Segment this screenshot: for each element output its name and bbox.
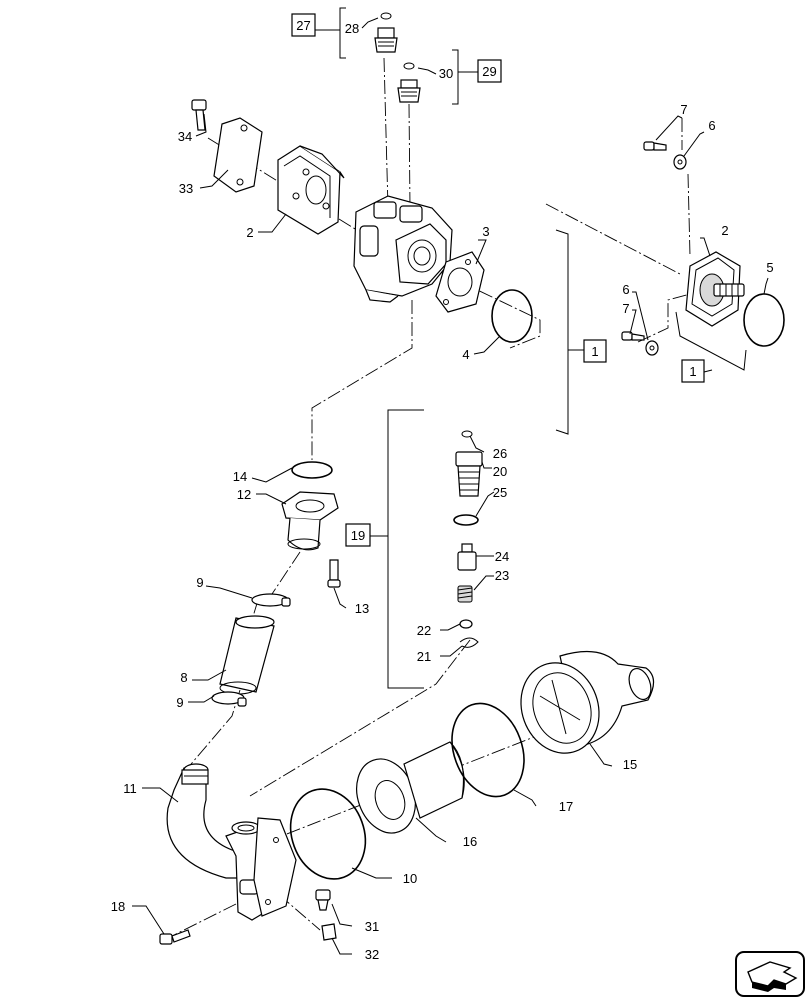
- callout-31: 31: [365, 919, 379, 934]
- callout-12: 12: [237, 487, 251, 502]
- callout-19: 19: [351, 528, 365, 543]
- fitting-30: [397, 62, 421, 103]
- callout-20: 20: [493, 464, 507, 479]
- callout-3: 3: [482, 224, 489, 239]
- spring-23: [457, 585, 473, 603]
- callout-32: 32: [365, 947, 379, 962]
- boxed-callout-27: 27: [291, 13, 316, 37]
- clamp-9-top: [251, 593, 291, 607]
- o-ring-14: [291, 461, 333, 479]
- callout-17: 17: [559, 799, 573, 814]
- callout-1: 1: [591, 344, 598, 359]
- callout-28: 28: [345, 21, 359, 36]
- boxed-callout-1-top: 1: [583, 339, 607, 363]
- o-ring-26: [461, 430, 473, 438]
- clamp-9-bottom: [211, 691, 247, 707]
- callout-7b: 7: [622, 301, 629, 316]
- pump-section-2-left: [277, 145, 345, 235]
- mounting-plate: [253, 817, 297, 917]
- washer-6-bottom: [645, 340, 659, 356]
- o-ring-17: [451, 702, 525, 798]
- callout-5: 5: [766, 260, 773, 275]
- reservoir-cover-15: [520, 650, 655, 754]
- callout-22: 22: [417, 623, 431, 638]
- bolt-18: [159, 929, 191, 945]
- cover-plate-33: [213, 117, 263, 193]
- callout-15: 15: [623, 757, 637, 772]
- callout-8: 8: [180, 670, 187, 685]
- callout-14: 14: [233, 469, 247, 484]
- callout-21: 21: [417, 649, 431, 664]
- o-ring-4: [491, 289, 533, 343]
- callout-29: 29: [482, 64, 496, 79]
- callout-26: 26: [493, 446, 507, 461]
- poppet-24: [457, 543, 477, 571]
- sensor-31: [315, 889, 331, 911]
- callout-9b: 9: [176, 695, 183, 710]
- callout-18: 18: [111, 899, 125, 914]
- gasket-3: [435, 251, 485, 313]
- callout-6: 6: [708, 118, 715, 133]
- bolt-7-bottom: [621, 331, 645, 341]
- callout-34: 34: [178, 129, 192, 144]
- flange-12: [281, 491, 339, 551]
- hose-8: [219, 615, 275, 695]
- boxed-callout-29: 29: [477, 59, 502, 83]
- callout-25: 25: [493, 485, 507, 500]
- valve-body-20: [455, 451, 483, 497]
- callout-4: 4: [462, 347, 469, 362]
- callout-2b: 2: [721, 223, 728, 238]
- bolt-34: [191, 99, 207, 131]
- o-ring-5: [743, 293, 785, 347]
- callout-1b: 1: [689, 364, 696, 379]
- callout-16: 16: [463, 834, 477, 849]
- brackets: [315, 7, 747, 689]
- callout-9: 9: [196, 575, 203, 590]
- boxed-callout-19: 19: [345, 523, 371, 547]
- callout-24: 24: [495, 549, 509, 564]
- fitting-28: [374, 12, 398, 53]
- callout-33: 33: [179, 181, 193, 196]
- callout-10: 10: [403, 871, 417, 886]
- pump-body: [353, 195, 453, 303]
- arrow-icon[interactable]: [735, 951, 805, 997]
- callout-7: 7: [680, 102, 687, 117]
- strainer-element-16: [356, 741, 465, 834]
- washer-6-top: [673, 154, 687, 170]
- callout-11: 11: [123, 781, 137, 796]
- callout-2: 2: [246, 225, 253, 240]
- bolt-7-top: [643, 141, 667, 151]
- washer-22: [459, 619, 473, 629]
- callout-labels: 28 30 34 33 2 3 4 2 5 7 6 6 7 14 12 13 9…: [111, 21, 774, 962]
- boxed-callout-1-right: 1: [681, 359, 705, 383]
- callout-30: 30: [439, 66, 453, 81]
- callout-27: 27: [296, 18, 310, 33]
- plug-32: [321, 923, 337, 941]
- bolt-13: [327, 559, 341, 588]
- o-ring-25: [453, 514, 479, 526]
- callout-23: 23: [495, 568, 509, 583]
- callout-13: 13: [355, 601, 369, 616]
- o-ring-10: [289, 788, 367, 880]
- snap-ring-21: [459, 637, 479, 648]
- callout-6b: 6: [622, 282, 629, 297]
- pump-section-2-right: [685, 251, 745, 327]
- leader-lines: [132, 17, 769, 955]
